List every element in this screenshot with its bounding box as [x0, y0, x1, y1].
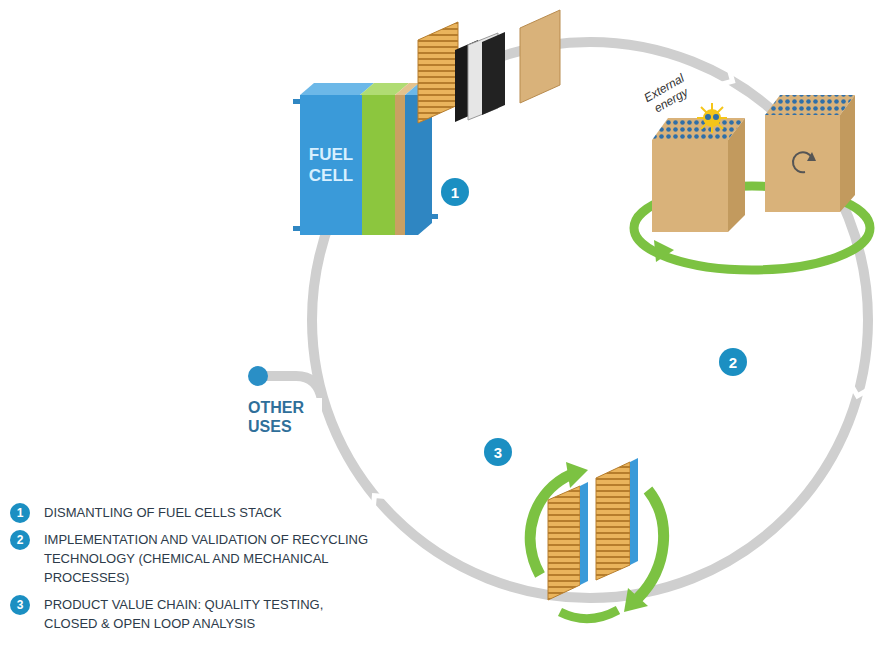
legend-badge: 1	[10, 503, 30, 523]
legend-badge: 3	[10, 595, 30, 615]
legend-text: DISMANTLING OF FUEL CELLS STACK	[44, 503, 374, 522]
end-plate	[520, 10, 560, 103]
ring-arrow-gap	[849, 381, 872, 396]
bipolar-plate	[418, 22, 458, 123]
node-text: 1	[17, 507, 24, 519]
node-text: 1	[451, 185, 459, 200]
recycle-arrow	[560, 610, 618, 619]
box-contents	[765, 95, 855, 115]
step-badge: 2	[719, 348, 747, 376]
rotate-icon	[793, 152, 812, 172]
recycled-plate	[596, 462, 630, 580]
stack-layer	[395, 95, 405, 235]
branch-label: OTHER USES	[246, 398, 322, 436]
branch-dot	[248, 366, 268, 386]
branch-line	[258, 376, 322, 400]
node-text: 2	[729, 355, 737, 370]
annotation-text: External energy	[635, 68, 701, 122]
legend-text: PRODUCT VALUE CHAIN: QUALITY TESTING, CL…	[44, 595, 374, 633]
stack-face	[300, 95, 362, 235]
recycled-products-art	[530, 458, 663, 619]
box-side	[840, 95, 855, 212]
step-badge: 3	[484, 438, 512, 466]
recycle-arrow	[638, 490, 664, 598]
cycle-ring	[312, 42, 868, 598]
recycle-arrowhead	[624, 588, 648, 612]
box-face	[652, 140, 728, 232]
box-side	[728, 118, 745, 232]
sun-goggle	[713, 114, 719, 120]
plate-edge	[630, 458, 638, 565]
stack-layer	[360, 95, 395, 235]
node-text: 2	[17, 534, 24, 546]
legend-badge: 2	[10, 530, 30, 550]
stack-bolt	[430, 214, 438, 219]
step-badge: 1	[441, 178, 469, 206]
sun-goggle	[705, 114, 711, 120]
box-face	[765, 115, 840, 212]
rotate-icon-head	[807, 152, 816, 161]
sun-ray	[701, 107, 723, 129]
ring-arrow-gap	[716, 65, 732, 86]
loop-arrowhead	[654, 240, 674, 262]
recycled-plate	[548, 486, 580, 600]
fuel-cell-stack: FUEL CELL	[300, 95, 362, 235]
plate-edge	[580, 482, 588, 585]
node-text: FUEL CELL	[304, 144, 358, 187]
node-text: 3	[17, 599, 24, 611]
sun-ray	[701, 107, 723, 129]
recycling-process-art	[634, 95, 870, 270]
ring-arrow-gap	[373, 496, 391, 513]
exploded-plates	[418, 10, 560, 123]
legend-text: IMPLEMENTATION AND VALIDATION OF RECYCLI…	[44, 530, 374, 587]
sun-disc	[703, 109, 721, 127]
gas-diffusion-layer	[482, 32, 505, 115]
fuel-cell-stack-art	[293, 83, 438, 235]
sun-icon	[697, 103, 727, 133]
node-text: 3	[494, 445, 502, 460]
